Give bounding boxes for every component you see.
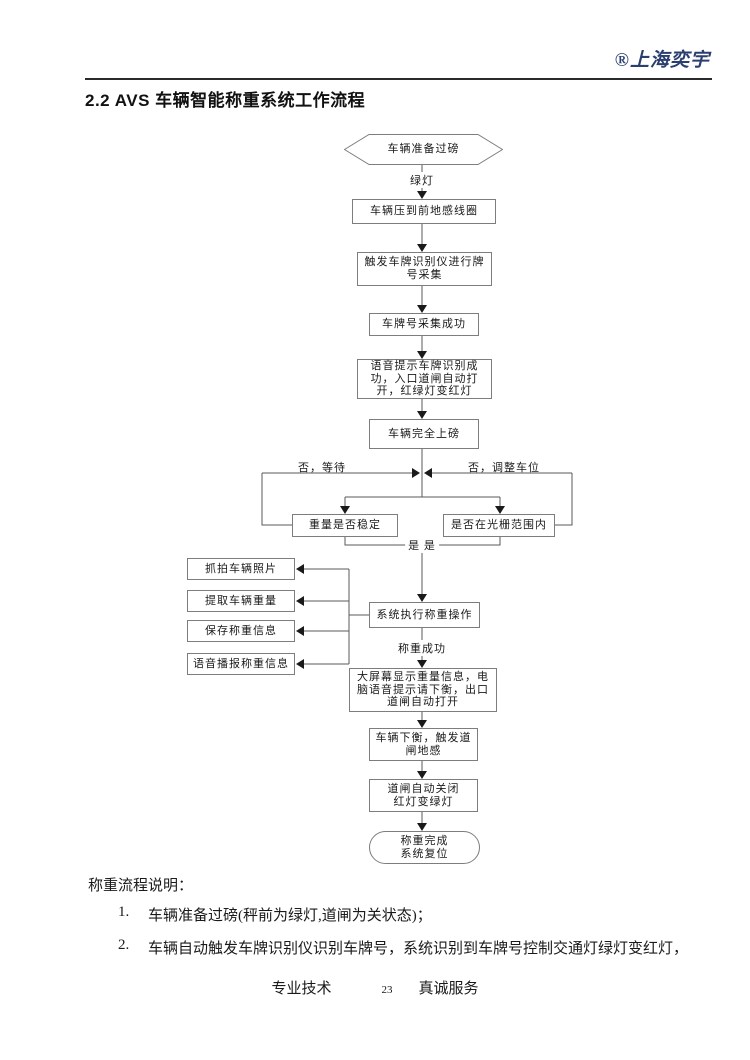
flow-node-on-scale: 车辆完全上磅 <box>369 419 479 449</box>
flow-node-weight-stable: 重量是否稳定 <box>292 514 398 537</box>
section-title: 称重流程说明： <box>88 878 194 894</box>
edge-label-yes-yes: 是 是 <box>405 537 439 553</box>
edge-label-green-light: 绿灯 <box>407 172 437 188</box>
header-rule <box>85 78 712 80</box>
flow-node-end: 称重完成 系统复位 <box>369 831 480 864</box>
flow-node-voice-prompt: 语音提示车牌识别成 功，入口道闸自动打 开，红绿灯变红灯 <box>357 359 492 399</box>
page-title: 2.2 AVS 车辆智能称重系统工作流程 <box>85 91 366 110</box>
footer-left-text: 专业技术 <box>271 981 332 997</box>
flow-node-start-label: 车辆准备过磅 <box>387 143 460 156</box>
page-number: 23 <box>381 984 393 996</box>
edge-label-no-adjust: 否，调整车位 <box>468 462 540 474</box>
flow-node-trigger-capture: 触发车牌识别仪进行牌 号采集 <box>357 252 492 286</box>
flow-node-start: 车辆准备过磅 <box>344 134 503 165</box>
list-item-text: 车辆准备过磅(秤前为绿灯,道闸为关状态)； <box>148 908 432 924</box>
flow-node-save-record: 保存称重信息 <box>187 620 295 642</box>
hexagon-shape <box>344 134 503 165</box>
flow-node-snap-photo: 抓拍车辆照片 <box>187 558 295 580</box>
arrowheads <box>296 191 505 831</box>
flow-node-execute-weighing: 系统执行称重操作 <box>369 602 480 628</box>
list-item: 1. 车辆准备过磅(秤前为绿灯,道闸为关状态)； <box>118 904 432 925</box>
edge-label-weigh-success: 称重成功 <box>395 640 449 656</box>
flow-node-in-light-curtain: 是否在光栅范围内 <box>443 514 555 537</box>
flow-node-display-weight: 大屏幕显示重量信息，电 脑语音提示请下衡，出口 道闸自动打开 <box>349 668 497 712</box>
flow-node-voice-broadcast: 语音播报称重信息 <box>187 653 295 675</box>
edge-label-no-wait: 否，等待 <box>298 462 346 474</box>
list-item-number: 1. <box>118 904 130 920</box>
flow-node-plate-collected: 车牌号采集成功 <box>369 313 479 336</box>
flow-node-coil: 车辆压到前地感线圈 <box>352 199 496 224</box>
flow-node-extract-weight: 提取车辆重量 <box>187 590 295 612</box>
footer-right-text: 真诚服务 <box>418 981 479 997</box>
page-footer: 专业技术 23 真诚服务 <box>0 977 750 998</box>
flow-node-gate-close: 道闸自动关闭 红灯变绿灯 <box>369 779 478 812</box>
flow-node-off-scale: 车辆下衡，触发道 闸地感 <box>369 728 478 761</box>
list-item-number: 2. <box>118 937 130 953</box>
list-item: 2. 车辆自动触发车牌识别仪识别车牌号，系统识别到车牌号控制交通灯绿灯变红灯， <box>118 937 688 958</box>
brand-logo-text: ®上海奕宇 <box>614 50 710 71</box>
list-item-text: 车辆自动触发车牌识别仪识别车牌号，系统识别到车牌号控制交通灯绿灯变红灯， <box>148 941 689 957</box>
